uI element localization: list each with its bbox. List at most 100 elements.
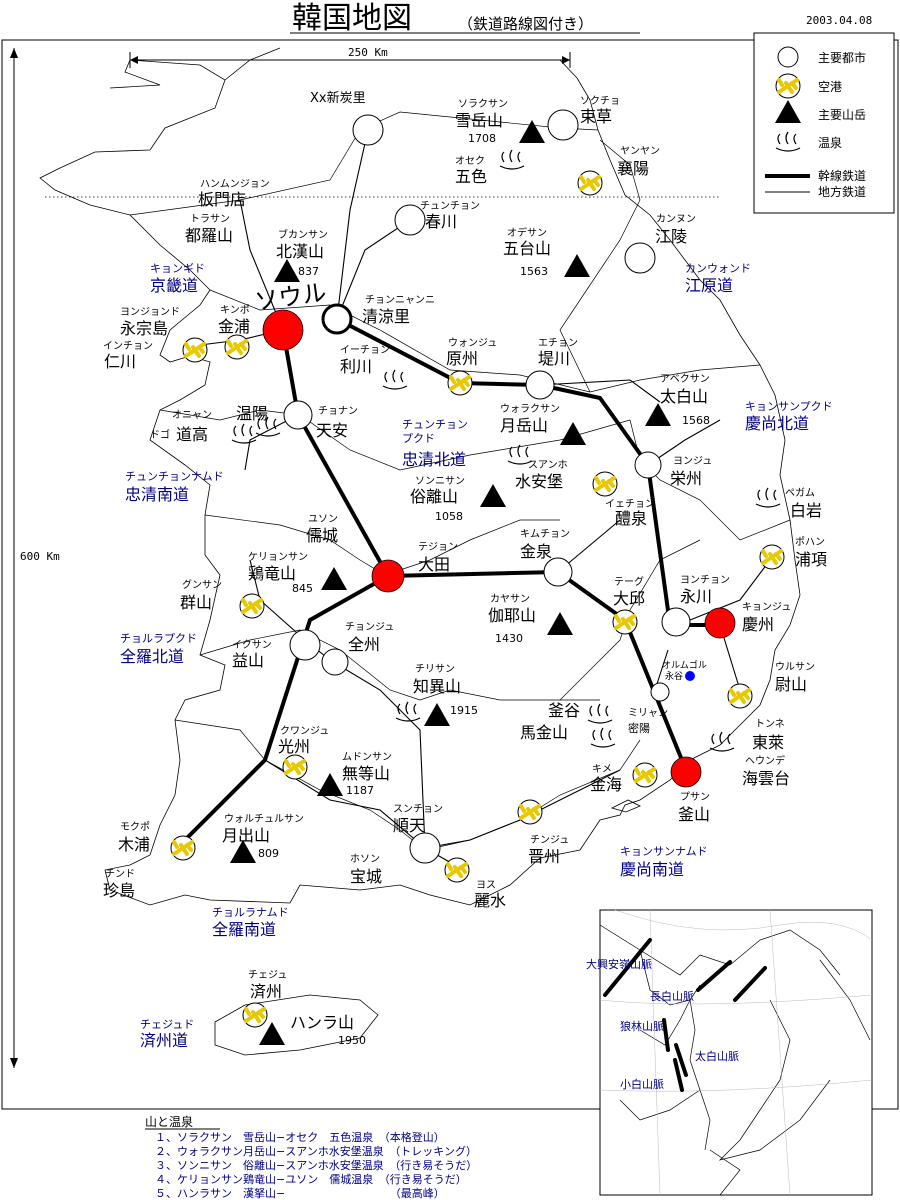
place-labels: Xx新炭里 ソラクサン 雪岳山 1708 ソクチョ 束草 ヤンヤン 襄陽 オセク… xyxy=(103,90,833,1050)
svg-text:済州道: 済州道 xyxy=(140,1031,188,1050)
svg-text:ブカンサン: ブカンサン xyxy=(278,228,328,241)
svg-text:キョンギド: キョンギド xyxy=(150,262,205,275)
svg-text:慶尚北道: 慶尚北道 xyxy=(745,414,809,433)
svg-text:木浦: 木浦 xyxy=(118,835,150,854)
svg-text:宝城: 宝城 xyxy=(350,867,382,886)
svg-text:襄陽: 襄陽 xyxy=(617,159,649,178)
svg-text:オルムゴル: オルムゴル xyxy=(662,659,707,671)
footnote: 山と温泉 １、ソラクサン 雪岳山−オセク 五色温泉 （本格登山） ２、ウォラクサ… xyxy=(145,1115,477,1200)
svg-text:温泉: 温泉 xyxy=(818,136,842,150)
major-cities-red xyxy=(262,309,736,788)
svg-text:金浦: 金浦 xyxy=(218,317,250,336)
svg-text:ミリャン: ミリャン xyxy=(628,708,668,719)
svg-text:全羅北道: 全羅北道 xyxy=(120,647,184,666)
svg-text:密陽: 密陽 xyxy=(628,721,650,735)
svg-text:利川: 利川 xyxy=(340,357,372,376)
svg-text:３、ソンニサン 俗離山−スアンホ水安堡温泉 （行き易そうだ）: ３、ソンニサン 俗離山−スアンホ水安堡温泉 （行き易そうだ） xyxy=(155,1158,477,1172)
svg-text:チュンチョン: チュンチョン xyxy=(420,200,480,212)
svg-text:京畿道: 京畿道 xyxy=(150,276,198,295)
svg-text:東萊: 東萊 xyxy=(752,733,784,752)
svg-text:600 Km: 600 Km xyxy=(20,550,60,563)
svg-text:テジョン: テジョン xyxy=(418,542,458,553)
svg-text:月出山: 月出山 xyxy=(222,826,270,845)
svg-text:グンサン: グンサン xyxy=(182,578,222,591)
svg-text:1950: 1950 xyxy=(338,1034,366,1047)
svg-text:チュンチョン: チュンチョン xyxy=(402,418,468,431)
svg-text:群山: 群山 xyxy=(180,593,212,612)
svg-text:トンネ: トンネ xyxy=(755,718,785,730)
map-date: 2003.04.08 xyxy=(806,14,872,27)
svg-text:麗水: 麗水 xyxy=(474,891,506,910)
svg-text:837: 837 xyxy=(298,265,319,278)
svg-text:水安堡: 水安堡 xyxy=(515,472,563,491)
svg-text:１、ソラクサン 雪岳山−オセク 五色温泉 （本格登山）: １、ソラクサン 雪岳山−オセク 五色温泉 （本格登山） xyxy=(155,1130,445,1144)
svg-text:光州: 光州 xyxy=(278,737,310,756)
svg-text:ハンムンジョン: ハンムンジョン xyxy=(200,178,270,190)
svg-text:大興安嶺山脈: 大興安嶺山脈 xyxy=(586,957,652,971)
svg-text:ドゴ: ドゴ xyxy=(150,428,170,441)
svg-text:845: 845 xyxy=(292,582,313,595)
svg-text:板門店: 板門店 xyxy=(198,190,246,209)
svg-text:チョンニャンニ: チョンニャンニ xyxy=(365,294,435,306)
svg-text:ヨンジョンド: ヨンジョンド xyxy=(120,307,180,318)
svg-text:金泉: 金泉 xyxy=(520,542,552,561)
svg-text:1708: 1708 xyxy=(468,132,496,145)
svg-text:全羅南道: 全羅南道 xyxy=(212,920,276,939)
svg-text:テーグ: テーグ xyxy=(614,575,644,588)
svg-text:４、ケリョンサン鶏竜山−ユソン 儒城温泉 （行き易そうだ）: ４、ケリョンサン鶏竜山−ユソン 儒城温泉 （行き易そうだ） xyxy=(155,1172,467,1186)
svg-text:トラサン: トラサン xyxy=(190,213,230,225)
svg-text:ヤンヤン: ヤンヤン xyxy=(620,146,660,157)
svg-text:ユソン: ユソン xyxy=(308,514,338,525)
svg-text:江陵: 江陵 xyxy=(655,227,687,246)
coastline-west xyxy=(224,47,578,81)
svg-text:1563: 1563 xyxy=(520,265,548,278)
map-legend: 主要都市 空港 主要山岳 温泉 幹線鉄道 地方鉄道 xyxy=(753,32,895,214)
svg-text:五台山: 五台山 xyxy=(503,239,551,258)
svg-text:慶尚南道: 慶尚南道 xyxy=(620,860,684,879)
svg-text:ソラクサン: ソラクサン xyxy=(458,98,508,110)
svg-text:ホソン: ホソン xyxy=(350,853,380,865)
svg-text:ムドンサン: ムドンサン xyxy=(342,751,392,763)
svg-text:原州: 原州 xyxy=(446,349,478,368)
svg-text:慶州: 慶州 xyxy=(742,615,774,634)
svg-text:チョルラナムド: チョルラナムド xyxy=(212,906,289,919)
svg-text:俗離山: 俗離山 xyxy=(410,487,458,506)
svg-text:チョンジュ: チョンジュ xyxy=(345,621,394,633)
svg-text:天安: 天安 xyxy=(316,421,348,440)
svg-text:釜山: 釜山 xyxy=(678,805,710,824)
coastline xyxy=(39,59,801,906)
svg-text:鶏竜山: 鶏竜山 xyxy=(248,564,296,583)
map-subtitle: （鉄道路線図付き） xyxy=(458,15,593,33)
svg-text:済州: 済州 xyxy=(250,982,282,1001)
svg-text:イェチョン: イェチョン xyxy=(605,498,655,510)
svg-text:ソンニサン: ソンニサン xyxy=(415,475,465,487)
svg-text:ケリョンサン: ケリョンサン xyxy=(248,551,308,563)
coast-busan-detail xyxy=(610,799,641,813)
svg-text:1058: 1058 xyxy=(435,510,463,523)
svg-text:珍島: 珍島 xyxy=(103,881,135,900)
svg-text:知異山: 知異山 xyxy=(413,677,461,696)
svg-text:忠清北道: 忠清北道 xyxy=(402,450,466,469)
svg-text:地方鉄道: 地方鉄道 xyxy=(818,184,866,199)
svg-text:1187: 1187 xyxy=(346,784,374,797)
svg-text:馬金山: 馬金山 xyxy=(520,723,568,742)
svg-text:幹線鉄道: 幹線鉄道 xyxy=(818,168,866,183)
svg-text:ポハン: ポハン xyxy=(795,536,825,548)
svg-text:金海: 金海 xyxy=(590,775,622,794)
svg-text:全州: 全州 xyxy=(348,635,380,654)
svg-text:キョンジュ: キョンジュ xyxy=(742,602,791,613)
svg-text:ハンラ山: ハンラ山 xyxy=(290,1013,354,1032)
svg-text:1568: 1568 xyxy=(682,414,710,427)
svg-text:海雲台: 海雲台 xyxy=(742,769,790,788)
svg-text:ヨンチョン: ヨンチョン xyxy=(680,574,730,586)
svg-text:キメ: キメ xyxy=(592,764,612,775)
svg-text:プクド: プクド xyxy=(402,432,435,445)
svg-text:長白山脈: 長白山脈 xyxy=(650,989,694,1003)
svg-text:809: 809 xyxy=(258,847,279,860)
svg-text:チンジュ: チンジュ xyxy=(530,834,569,846)
map-frame xyxy=(1,39,899,1110)
scale-vertical: 600 Km xyxy=(10,48,60,1068)
svg-text:モクポ: モクポ xyxy=(120,821,150,833)
map-title: 韓国地図 xyxy=(292,1,412,36)
